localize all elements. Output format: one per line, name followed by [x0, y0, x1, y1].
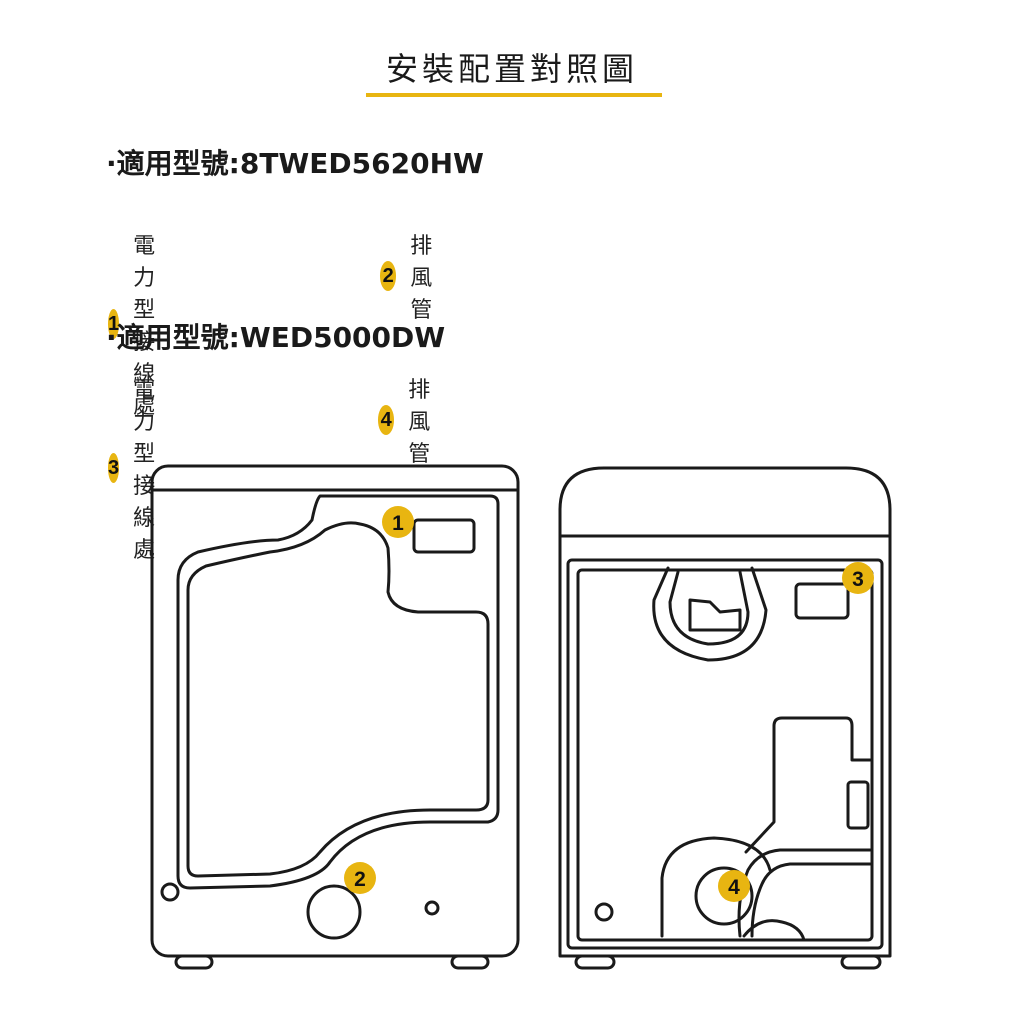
left-dryer-back-panel-inner — [186, 521, 490, 878]
number-badge-1: 1 — [108, 309, 120, 339]
legend-item-2: 2 排風管 — [380, 228, 446, 324]
right-lint-housing-slot — [688, 598, 742, 632]
right-dryer-frame-outer — [566, 558, 884, 950]
right-foot-right — [840, 954, 882, 970]
marker-2: 2 — [344, 862, 376, 894]
right-hole-left — [594, 902, 614, 922]
right-lint-housing-outer — [652, 566, 768, 662]
dryer-wed5000dw-back-view — [558, 466, 892, 970]
number-badge-2: 2 — [380, 261, 397, 291]
right-foot-left — [574, 954, 616, 970]
marker-1: 1 — [382, 506, 414, 538]
legend-item-3: 3 電力型接線處 — [108, 372, 174, 564]
marker-4: 4 — [718, 870, 750, 902]
legend-label-power-connection: 電力型接線處 — [133, 234, 156, 419]
model-label-1: ·適用型號:8TWED5620HW — [106, 147, 484, 180]
right-power-terminal-box — [794, 582, 850, 620]
right-lint-housing-inner — [668, 570, 750, 646]
marker-3-label: 3 — [852, 568, 864, 591]
marker-3: 3 — [842, 562, 874, 594]
marker-1-label: 1 — [392, 512, 404, 535]
number-badge-3: 3 — [108, 453, 120, 483]
diagram-markers: 1 2 3 4 — [344, 506, 874, 902]
right-duct-panel-left — [744, 724, 776, 854]
left-dryer-body — [150, 464, 520, 958]
marker-4-label: 4 — [728, 876, 740, 899]
left-exhaust-outlet — [306, 884, 362, 940]
dryer-8twed5620hw-back-view — [150, 464, 520, 970]
number-badge-4: 4 — [378, 405, 395, 435]
right-duct-pipe-inner — [750, 862, 872, 938]
right-drum-housing — [660, 836, 772, 938]
left-foot-left — [174, 954, 214, 970]
right-dryer-body — [558, 466, 892, 958]
left-dryer-back-panel-outer — [176, 494, 500, 890]
left-foot-right — [450, 954, 490, 970]
legend-label-exhaust-duct: 排風管 — [410, 234, 433, 323]
right-duct-pipe-outer — [737, 848, 872, 938]
legend-item-4: 4 排風管 — [378, 372, 444, 468]
right-duct-panel-top — [772, 716, 872, 762]
page-title: 安裝配置對照圖 — [385, 50, 638, 88]
left-hole-left — [160, 882, 180, 902]
left-power-terminal-box — [412, 518, 476, 554]
right-side-bracket — [846, 780, 870, 830]
title-underline — [366, 93, 662, 97]
legend-label-power-connection: 電力型接線處 — [133, 378, 156, 563]
left-hole-right — [424, 900, 440, 916]
model-label-2: ·適用型號:WED5000DW — [106, 321, 446, 354]
marker-2-label: 2 — [354, 868, 366, 891]
legend-label-exhaust-duct: 排風管 — [408, 378, 431, 467]
right-exhaust-outlet — [694, 866, 754, 926]
legend-item-1: 1 電力型接線處 — [108, 228, 174, 420]
right-dryer-frame-inner — [576, 568, 874, 942]
right-vent-curve — [742, 919, 806, 942]
